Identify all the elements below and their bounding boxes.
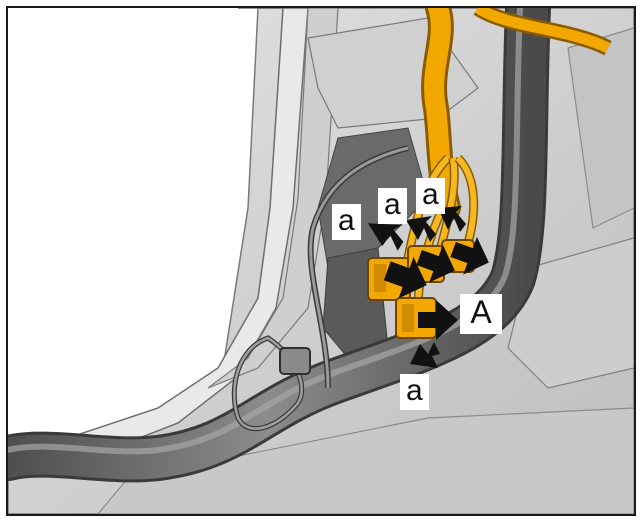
vehicle-interior-drawing (8, 8, 634, 514)
grommet-plug (279, 347, 311, 375)
arrow-right-3 (450, 236, 489, 275)
arrow-clip-1 (367, 223, 404, 251)
arrow-clip-2 (406, 216, 436, 242)
callout-clip-1: a (332, 204, 361, 240)
arrow-clip-3 (438, 206, 466, 232)
right-trim (567, 27, 634, 229)
callout-clip-4: a (400, 374, 429, 410)
arrow-right-2 (416, 244, 455, 283)
rear-panel (8, 8, 634, 514)
illustration-frame: a a a A a (6, 6, 636, 516)
hose-tube (8, 8, 551, 483)
arrow-clip-4 (410, 342, 440, 368)
callout-connector: A (460, 294, 502, 334)
callout-clip-3: a (416, 178, 445, 214)
pillar-inner (207, 8, 339, 389)
side-rail (507, 237, 634, 389)
arrow-right-1 (383, 256, 427, 299)
arrow-connector-A (418, 300, 458, 340)
body-panels (8, 8, 634, 514)
pillar (8, 8, 309, 479)
floor-sill (97, 407, 634, 514)
thin-wire (231, 145, 409, 432)
callout-arrows (367, 206, 489, 368)
callout-clip-2: a (378, 188, 407, 224)
